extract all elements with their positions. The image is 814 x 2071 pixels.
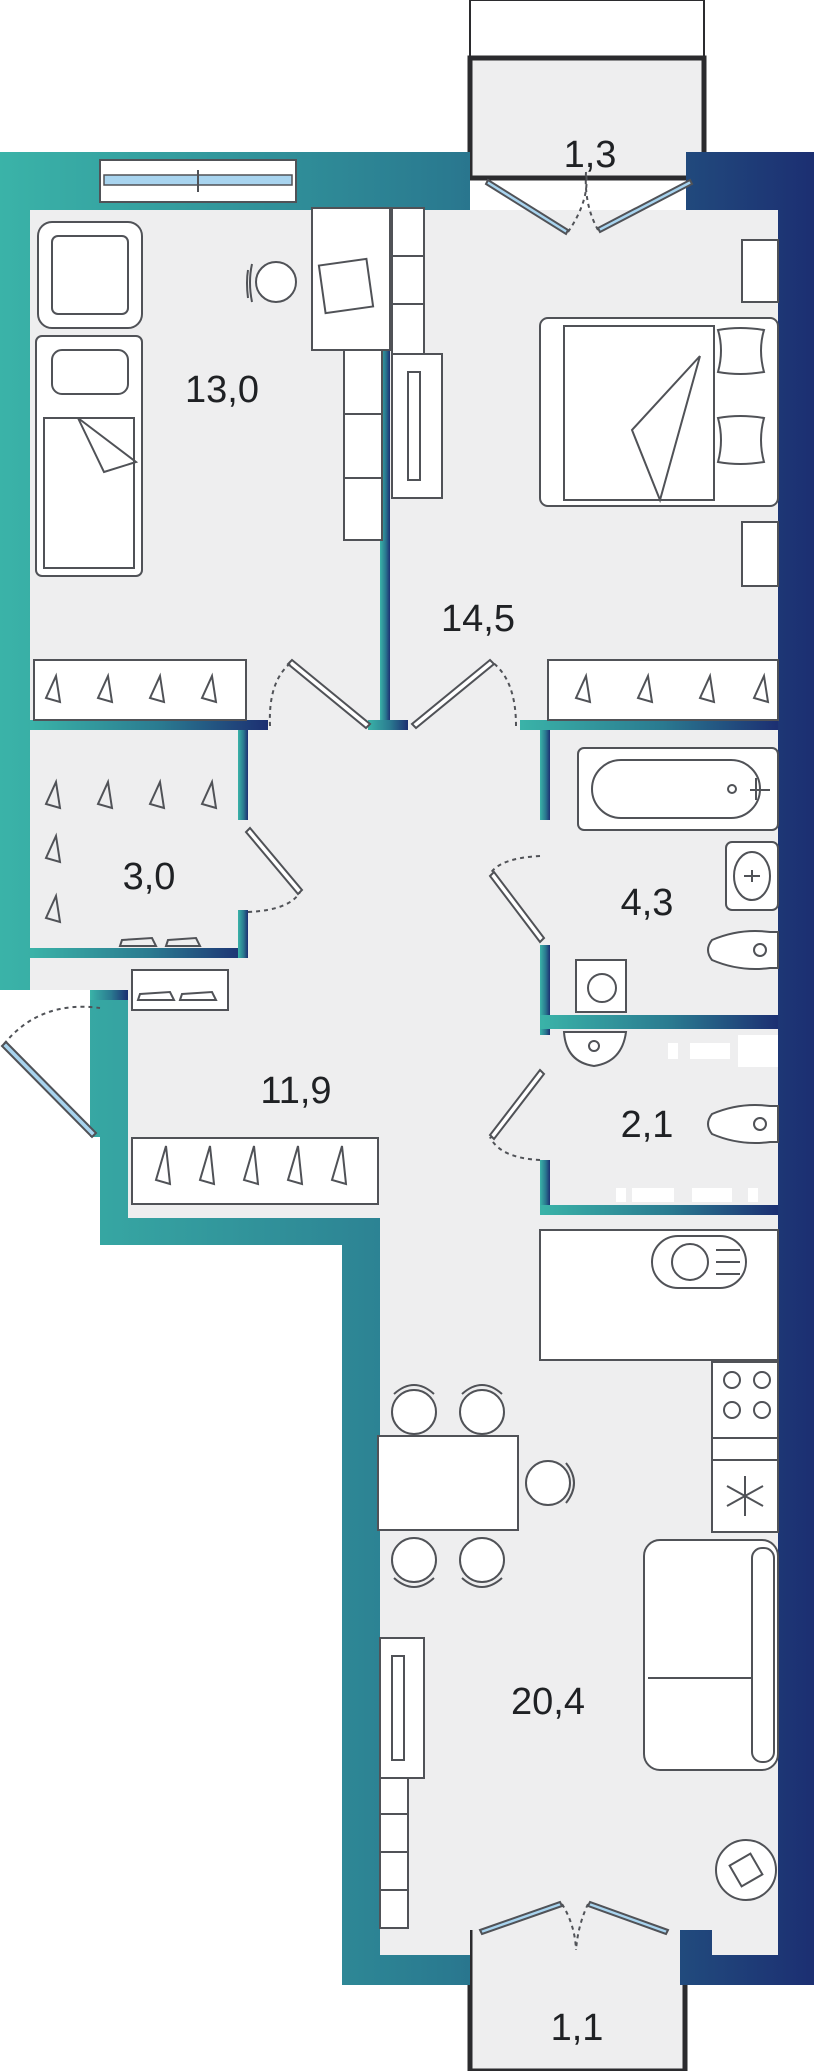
- hand-sink: [562, 1031, 628, 1068]
- window-bedroom-1: [99, 159, 297, 203]
- balcony-top: [467, 0, 707, 181]
- desk: [311, 207, 391, 351]
- fridge: [711, 1459, 779, 1533]
- wardrobe-bedroom-2: [547, 659, 779, 721]
- interior-doors: [244, 658, 546, 1161]
- area-label-balcony-top: 1,3: [564, 134, 617, 176]
- stove: [711, 1361, 779, 1439]
- shelves: [343, 349, 383, 541]
- shoe-rack: [131, 969, 229, 1011]
- balcony-door-bottom: [478, 1900, 670, 1951]
- hangers-bedroom-1: [44, 672, 218, 704]
- area-label-wardrobe: 3,0: [123, 856, 176, 898]
- area-label-bedroom-1: 13,0: [185, 369, 259, 411]
- nightstand-bottom: [741, 521, 779, 587]
- balcony-door-top: [484, 171, 694, 236]
- area-label-balcony-bottom: 1,1: [551, 2007, 604, 2049]
- hallway-wardrobe: [131, 1137, 379, 1205]
- entrance-door: [0, 1005, 101, 1139]
- washing-machine: [575, 959, 627, 1013]
- toilet-bathroom: [707, 930, 779, 970]
- wardrobe-room-furniture: [44, 778, 229, 1011]
- snowflake-icon: [726, 1476, 764, 1516]
- tv-stand: [391, 353, 443, 499]
- shelf-unit: [391, 207, 425, 355]
- kitchen-sink: [651, 1235, 747, 1289]
- bedroom-2-furniture: [391, 207, 779, 721]
- nightstand-top: [741, 239, 779, 303]
- dining-set: [377, 1384, 575, 1588]
- bedroom-1-furniture: [33, 207, 391, 721]
- area-label-hallway: 11,9: [260, 1070, 331, 1112]
- bathroom-furniture: [575, 747, 779, 1013]
- tv-unit-living: [379, 1637, 425, 1929]
- wall-openings: [616, 1035, 778, 1202]
- bathtub: [577, 747, 779, 831]
- desk-chair: [255, 261, 297, 303]
- kitchen-counter: [539, 1229, 779, 1361]
- hangers-bedroom-2: [574, 672, 770, 704]
- dining-table: [377, 1435, 519, 1531]
- kitchen-furniture: [539, 1229, 779, 1533]
- side-table: [715, 1839, 777, 1901]
- double-bed: [539, 317, 779, 507]
- wardrobe-bedroom-1: [33, 659, 247, 721]
- interior-walls: [30, 210, 778, 1215]
- area-label-bathroom: 4,3: [621, 882, 674, 924]
- single-bed: [35, 335, 143, 577]
- area-label-toilet: 2,1: [621, 1104, 674, 1146]
- armchair: [37, 221, 143, 329]
- area-label-bedroom-2: 14,5: [441, 598, 515, 640]
- sofa: [643, 1539, 779, 1771]
- interior-floor: [30, 210, 778, 1955]
- area-label-kitchen-living: 20,4: [511, 1681, 585, 1723]
- toilet-room-furniture: [562, 1031, 779, 1144]
- balcony-bottom: [467, 1917, 688, 2071]
